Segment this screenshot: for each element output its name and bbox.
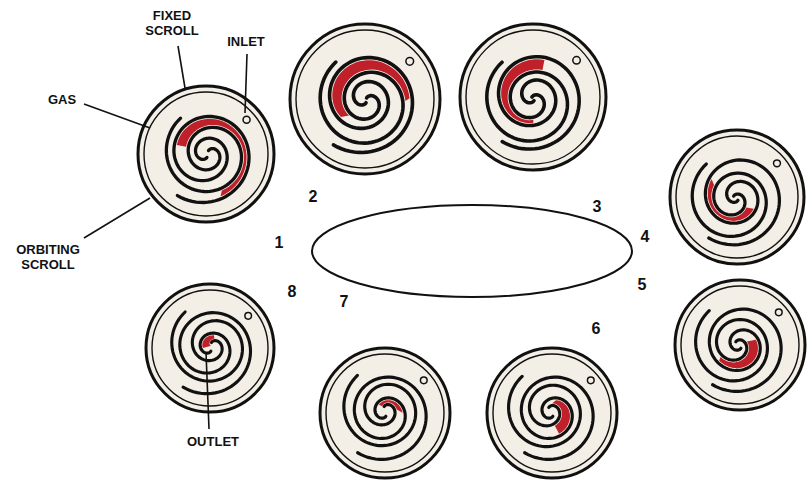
inlet-port xyxy=(245,313,252,320)
leader-line xyxy=(84,198,150,238)
housing-rim xyxy=(676,136,798,258)
housing-rim xyxy=(144,92,268,216)
callout-number: 1 xyxy=(275,234,284,252)
scroll-housing xyxy=(290,24,440,174)
scroll-stage xyxy=(675,280,805,410)
inlet-port xyxy=(420,377,427,384)
leader-line xyxy=(178,46,185,88)
housing-rim xyxy=(326,354,444,472)
orbiting-scroll xyxy=(696,311,768,381)
scroll-stage xyxy=(146,284,274,412)
callout-number: 5 xyxy=(638,276,647,294)
cycle-ellipse xyxy=(312,205,632,297)
leader-line xyxy=(206,352,209,429)
callout-number: 8 xyxy=(288,283,297,301)
callout-number: 7 xyxy=(340,293,349,311)
orbiting-scroll xyxy=(692,164,766,236)
scroll-housing xyxy=(320,348,450,478)
part-label: GAS xyxy=(48,93,76,108)
orbiting-scroll xyxy=(166,118,241,191)
inlet-port xyxy=(406,57,414,65)
orbiting-scroll xyxy=(487,62,568,141)
orbiting-scroll xyxy=(509,376,581,446)
inlet-port xyxy=(243,116,250,123)
scroll-housing xyxy=(487,348,617,478)
inlet-port xyxy=(587,377,594,384)
scroll-housing xyxy=(138,86,274,222)
leader-line xyxy=(245,54,247,113)
part-label: INLET xyxy=(227,35,265,50)
housing-rim xyxy=(152,290,268,406)
scroll-housing xyxy=(670,130,804,264)
scroll-housing xyxy=(146,284,274,412)
callout-number: 3 xyxy=(593,198,602,216)
gas-pocket xyxy=(177,119,247,197)
part-label: ORBITING SCROLL xyxy=(9,243,87,273)
housing-rim xyxy=(466,30,600,164)
callout-number: 2 xyxy=(309,188,318,206)
inlet-port xyxy=(775,309,782,316)
callout-number: 6 xyxy=(592,320,601,338)
housing-rim xyxy=(493,354,611,472)
scroll-stage xyxy=(460,24,606,170)
leader-line xyxy=(84,104,150,128)
scroll-housing xyxy=(460,24,606,170)
scroll-stages xyxy=(138,24,805,478)
scroll-stage xyxy=(670,130,804,264)
inlet-port xyxy=(774,160,781,167)
orbiting-scroll xyxy=(344,375,416,445)
scroll-housing xyxy=(675,280,805,410)
part-label: OUTLET xyxy=(187,435,239,450)
part-label: FIXED SCROLL xyxy=(136,9,208,39)
housing-rim xyxy=(681,286,799,404)
housing-rim xyxy=(296,30,434,168)
scroll-stage xyxy=(138,86,274,222)
inlet-port xyxy=(573,57,581,65)
scroll-stage xyxy=(487,348,617,478)
scroll-stage xyxy=(290,24,440,174)
callout-number: 4 xyxy=(641,228,650,246)
orbiting-scroll xyxy=(320,62,403,143)
leader-lines xyxy=(84,46,247,429)
scroll-stage xyxy=(320,348,450,478)
